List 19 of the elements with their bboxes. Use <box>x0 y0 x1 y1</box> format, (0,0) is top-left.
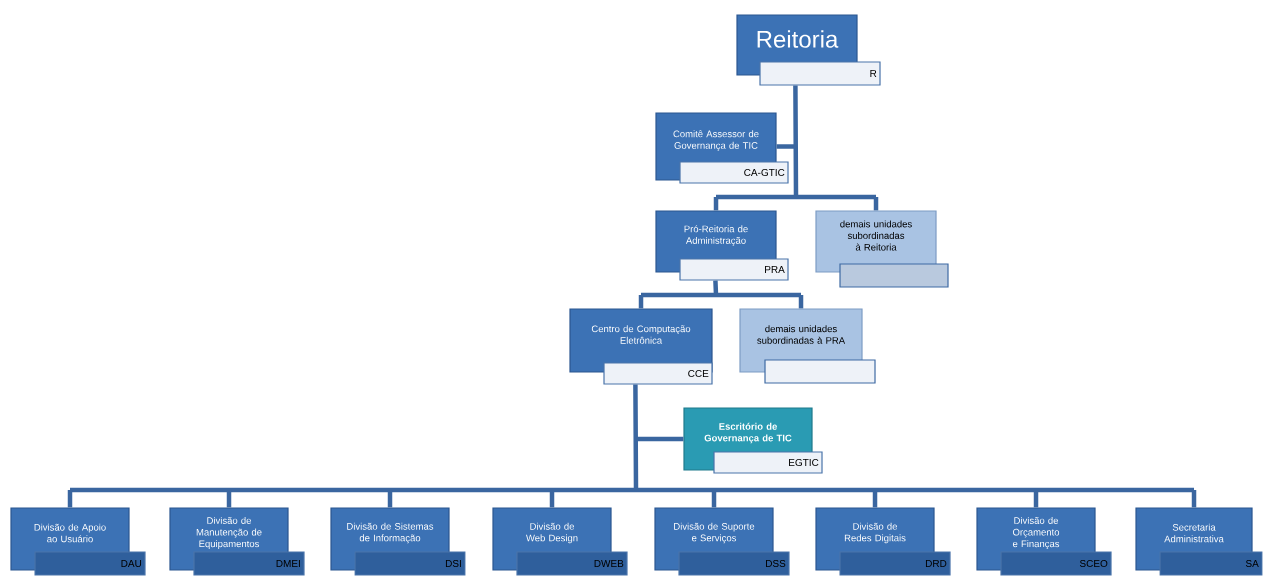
org-box: Reitoria R <box>736 14 881 86</box>
node-label: R <box>870 70 877 77</box>
org-box: Divisão de Web Design DWEB <box>492 507 628 576</box>
org-box: Divisão de Apoio ao Usuário DAU <box>10 507 146 576</box>
org-box: demais unidades subordinadas à PRA <box>739 308 876 384</box>
org-box: Divisão de Sistemas de Informação DSI <box>330 507 466 576</box>
org-box: demais unidades subordinadas à Reitoria <box>815 210 949 288</box>
org-box: Pró-Reitoria de Administração PRA <box>655 210 789 281</box>
connector-line <box>67 382 1197 508</box>
org-box: Escritório de Governança de TIC EGTIC <box>683 407 823 474</box>
org-box: Centro de Computação Eletrônica CCE <box>569 308 713 385</box>
org-box: Secretaria Administrativa SA <box>1135 507 1263 576</box>
connector-line <box>638 278 804 309</box>
connector-line <box>713 83 879 211</box>
org-box: Divisão de Suporte e Serviços DSS <box>654 507 790 576</box>
org-box: Comitê Assessor de Governança de TIC CA-GTIC <box>655 112 789 184</box>
org-box: Divisão de Manutenção de Equipamentos DMEI <box>169 507 305 576</box>
org-box: Divisão de Redes Digitais DRD <box>815 507 951 576</box>
org-box: Divisão de Orçamento e Finanças SCEO <box>976 507 1112 576</box>
